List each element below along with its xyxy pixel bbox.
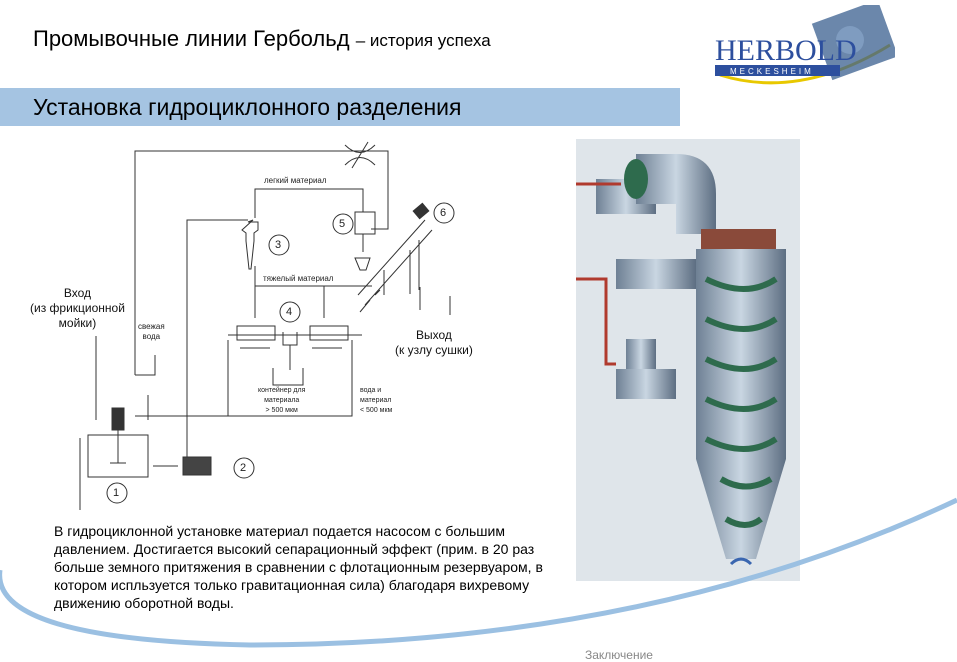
title-sub: – история успеха <box>355 31 491 50</box>
description-text: В гидроциклонной установке материал пода… <box>54 523 543 611</box>
decorative-swoosh <box>0 497 957 648</box>
slide-title: Промывочные линии Гербольд – история усп… <box>33 26 491 52</box>
number-5: 5 <box>339 218 346 230</box>
section-band: Установка гидроциклонного разделения <box>0 88 680 126</box>
herbold-logo: HERBOLD MECKESHEIM <box>700 0 899 95</box>
container-label: контейнер для материала > 500 мкм <box>258 387 306 414</box>
title-main: Промывочные линии Гербольд <box>33 26 350 51</box>
light-material-label: легкий материал <box>264 176 327 185</box>
heavy-material-label: тяжелый материал <box>263 274 334 283</box>
hydrocyclone-image <box>576 139 800 581</box>
inlet-label: Вход (из фрикционной мойки) <box>30 286 125 330</box>
number-4: 4 <box>286 306 293 318</box>
number-1: 1 <box>113 487 120 499</box>
number-3: 3 <box>275 239 282 251</box>
outlet-label: Выход (к узлу сушки) <box>395 328 473 357</box>
number-2: 2 <box>240 462 247 474</box>
svg-text:HERBOLD: HERBOLD <box>715 34 857 67</box>
fresh-water-label: свежая вода <box>138 322 165 341</box>
number-6: 6 <box>440 207 447 219</box>
section-title: Установка гидроциклонного разделения <box>33 94 462 120</box>
water-material-label: вода и материал < 500 мкм <box>360 387 393 414</box>
process-diagram: Вход (из фрикционной мойки) свежая вода … <box>0 140 520 520</box>
svg-text:MECKESHEIM: MECKESHEIM <box>730 67 814 76</box>
next-slide-link[interactable]: Заключение <box>585 648 653 662</box>
